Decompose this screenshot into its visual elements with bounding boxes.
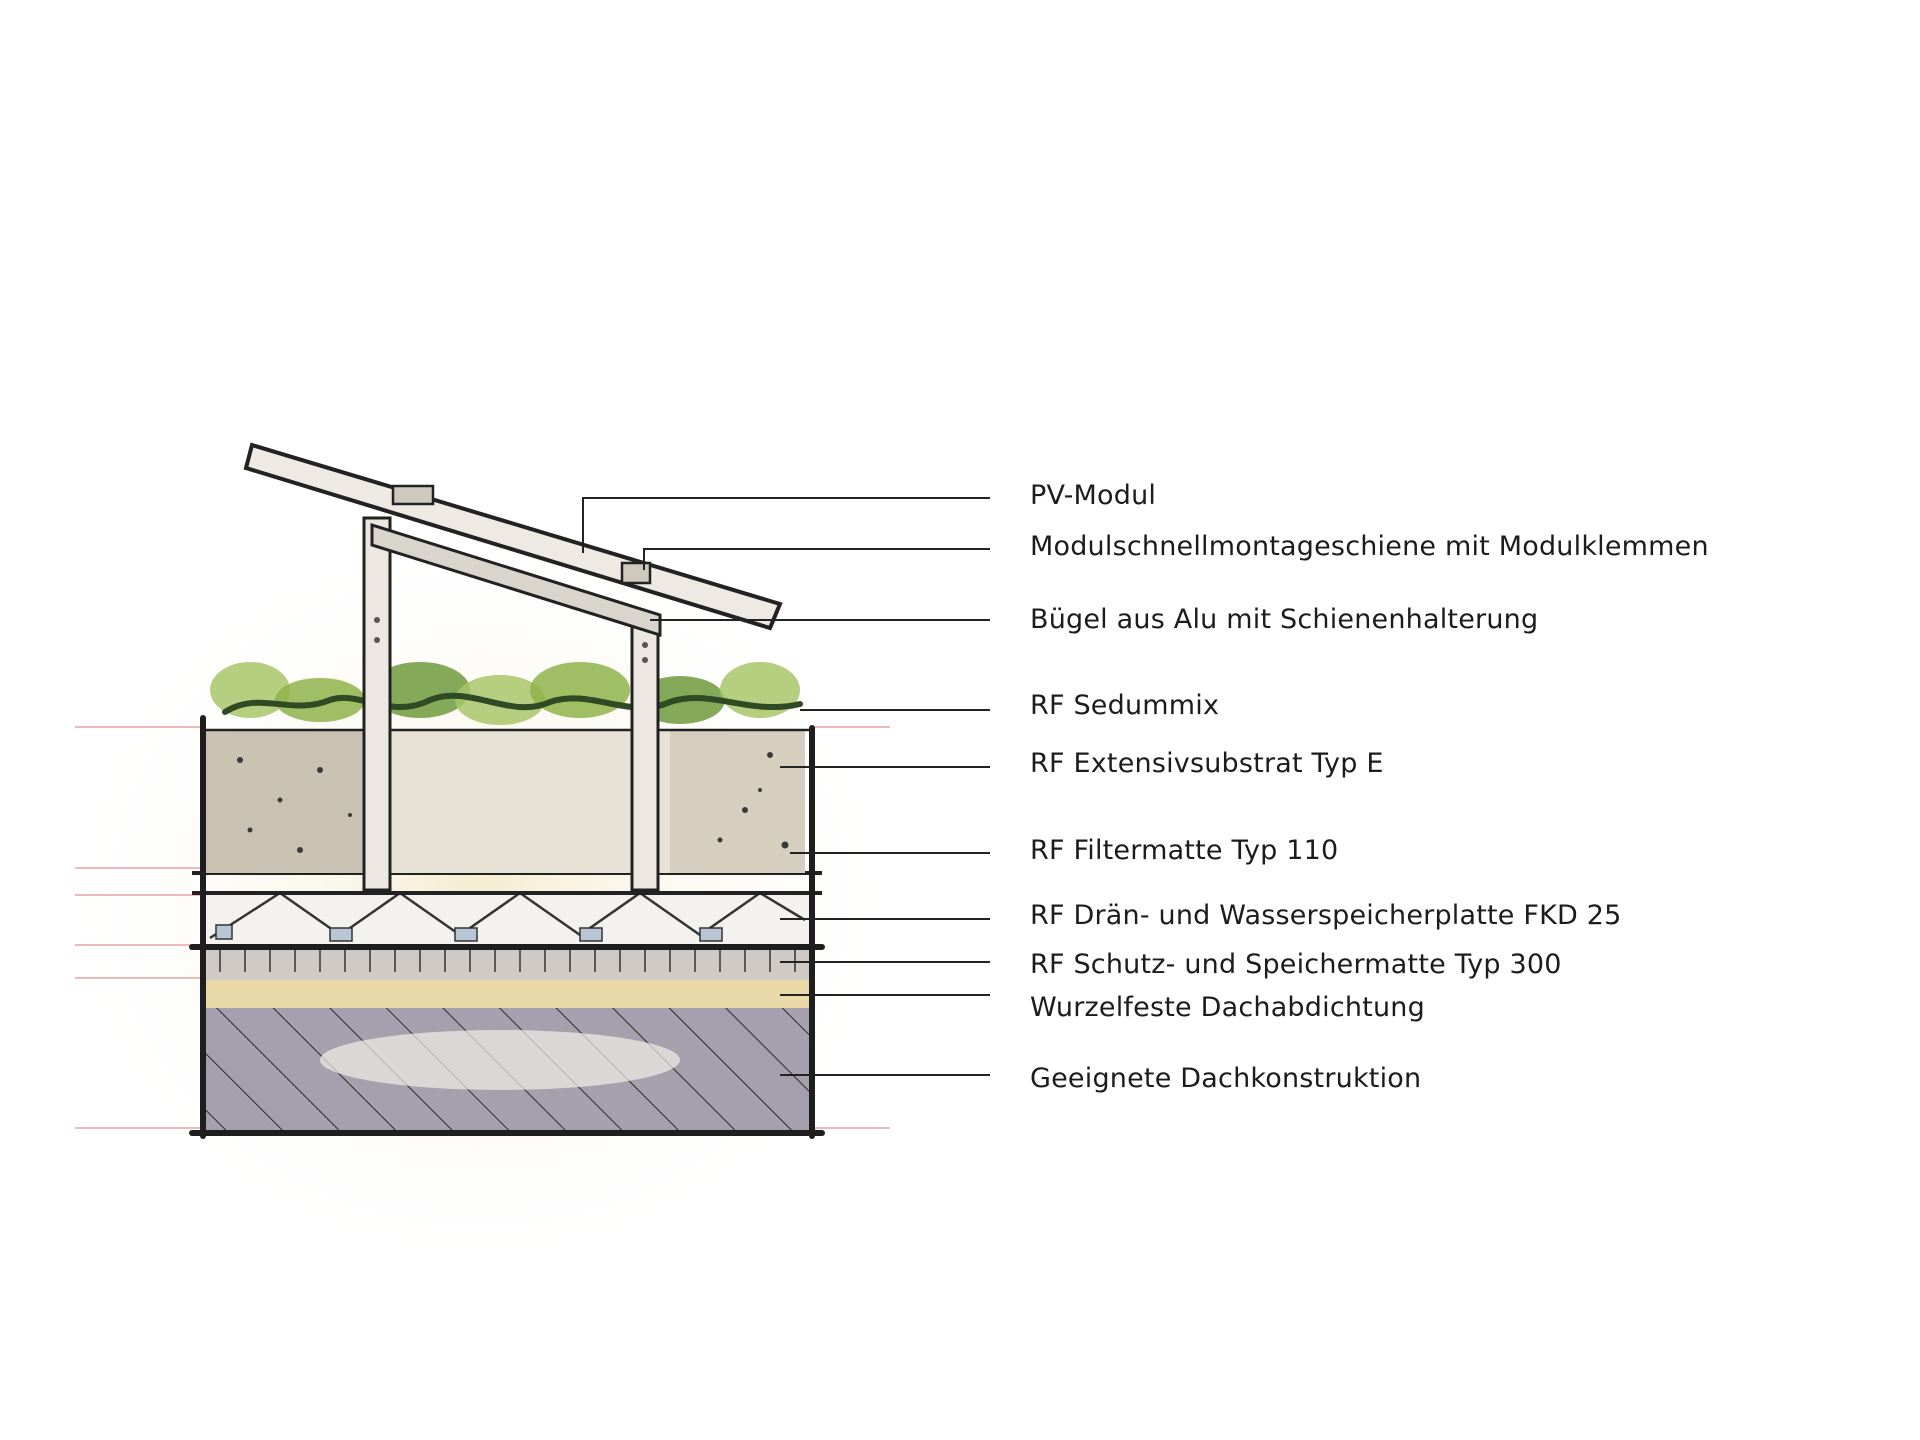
mounting-rail xyxy=(370,522,662,638)
label-extensivsubstrat: RF Extensivsubstrat Typ E xyxy=(1030,748,1384,779)
protection-mat xyxy=(200,945,810,980)
label-dachkonstruktion: Geeignete Dachkonstruktion xyxy=(1030,1063,1422,1094)
label-dachabdichtung: Wurzelfeste Dachabdichtung xyxy=(1030,992,1425,1023)
sedum-vegetation xyxy=(210,662,803,725)
roof-construction xyxy=(200,1008,810,1133)
label-buegel: Bügel aus Alu mit Schienenhalterung xyxy=(1030,604,1539,635)
label-montageschiene: Modulschnellmontageschiene mit Modulklem… xyxy=(1030,531,1709,562)
substrate-layer xyxy=(205,730,805,873)
waterproofing-layer xyxy=(200,980,810,1008)
label-filtermatte: RF Filtermatte Typ 110 xyxy=(1030,835,1339,866)
label-schutzmatte: RF Schutz- und Speichermatte Typ 300 xyxy=(1030,949,1562,980)
guide-lines xyxy=(75,726,890,1129)
aluminium-bracket xyxy=(362,516,660,892)
leader-lines xyxy=(582,497,990,1076)
drainage-board xyxy=(200,891,810,945)
section-frame xyxy=(189,715,825,1139)
module-clamps xyxy=(391,484,652,585)
label-draenplatte: RF Drän- und Wasserspeicherplatte FKD 25 xyxy=(1030,900,1622,931)
label-pv-modul: PV-Modul xyxy=(1030,480,1157,511)
label-sedummix: RF Sedummix xyxy=(1030,690,1220,721)
